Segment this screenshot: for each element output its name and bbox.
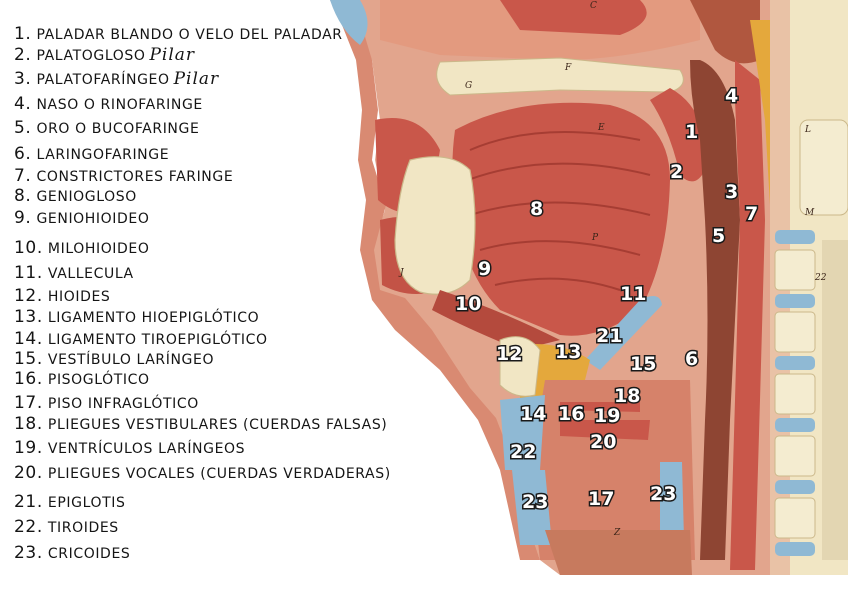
callout-12: 12 bbox=[496, 343, 522, 365]
legend-item: 20. Pliegues vocales (cuerdas verdaderas… bbox=[14, 463, 391, 483]
legend-item: 13. Ligamento hioepiglótico bbox=[14, 307, 260, 327]
constrictor-muscles bbox=[730, 60, 765, 570]
legend-item: 6. Laringofaringe bbox=[14, 144, 170, 164]
legend-item: 8. Geniogloso bbox=[14, 186, 137, 206]
callout-8: 8 bbox=[530, 198, 543, 220]
callout-2: 2 bbox=[670, 161, 683, 183]
model-letter: P bbox=[591, 233, 599, 243]
model-letter: 22 bbox=[814, 273, 827, 283]
model-letter: M bbox=[804, 208, 815, 218]
callout-7: 7 bbox=[745, 203, 758, 225]
cricoid-front bbox=[512, 470, 552, 545]
callout-11: 11 bbox=[620, 283, 646, 305]
callout-13: 13 bbox=[555, 341, 581, 363]
callout-22: 22 bbox=[510, 441, 536, 463]
legend-item: 2. PalatoglosoPilar bbox=[14, 45, 196, 65]
legend-item: 4. Naso o Rinofaringe bbox=[14, 94, 203, 114]
callout-18: 18 bbox=[614, 385, 640, 407]
pharynx bbox=[690, 60, 740, 560]
legend-item: 3. PalatofaríngeoPilar bbox=[14, 69, 220, 89]
legend-item: 1. Paladar Blando o velo del Paladar bbox=[14, 24, 343, 44]
model-letter: L bbox=[804, 125, 811, 135]
legend-item: 22. Tiroides bbox=[14, 517, 119, 537]
trachea bbox=[545, 530, 692, 575]
tongue bbox=[452, 102, 670, 336]
legend-item: 19. Ventrículos laríngeos bbox=[14, 438, 246, 458]
vocal-folds bbox=[560, 420, 650, 440]
model-letter: J bbox=[398, 268, 405, 278]
legend-item: 7. Constrictores faringe bbox=[14, 166, 234, 186]
legend-item: 14. Ligamento tiroepiglótico bbox=[14, 329, 268, 349]
face-profile bbox=[330, 0, 540, 560]
soft-palate bbox=[650, 88, 706, 182]
thyroid-cartilage bbox=[500, 395, 545, 470]
callout-17: 17 bbox=[588, 488, 614, 510]
callout-10: 10 bbox=[455, 293, 481, 315]
callout-3: 3 bbox=[725, 181, 738, 203]
vestibular-folds bbox=[560, 402, 640, 412]
legend-item: 18. Pliegues vestibulares (cuerdas falsa… bbox=[14, 414, 388, 434]
callout-14: 14 bbox=[520, 403, 546, 425]
legend-item: 11. Vallecula bbox=[14, 263, 134, 283]
model-letter: Z bbox=[613, 528, 621, 538]
legend-item: 15. Vestíbulo laríngeo bbox=[14, 349, 215, 369]
legend-item: 23. Cricoides bbox=[14, 543, 131, 563]
legend-list: 1. Paladar Blando o velo del Paladar 2. … bbox=[14, 24, 391, 563]
callout-1: 1 bbox=[685, 121, 698, 143]
legend-item: 17. Piso infraglótico bbox=[14, 393, 199, 413]
callout-20: 20 bbox=[590, 431, 616, 453]
legend-item: 21. Epiglotis bbox=[14, 492, 126, 512]
callout-23b: 23 bbox=[650, 483, 676, 505]
skull-base-cartilage bbox=[330, 0, 368, 45]
legend-item: 12. Hioides bbox=[14, 286, 111, 306]
model-letter: C bbox=[590, 1, 597, 11]
model-letter: G bbox=[465, 81, 472, 91]
callout-5: 5 bbox=[712, 225, 725, 247]
vertebral-column bbox=[770, 0, 848, 575]
cricoid-back bbox=[660, 462, 684, 540]
model-letter: E bbox=[597, 123, 605, 133]
callout-6: 6 bbox=[685, 348, 698, 370]
hyoid-bone bbox=[499, 336, 541, 397]
legend-item: 5. Oro o Bucofaringe bbox=[14, 118, 200, 138]
floor-muscles bbox=[432, 290, 560, 350]
epiglottis bbox=[585, 296, 662, 370]
callout-23: 23 bbox=[522, 491, 548, 513]
callout-4: 4 bbox=[725, 85, 738, 107]
legend-item: 16. Pisoglótico bbox=[14, 369, 150, 389]
callout-21: 21 bbox=[596, 325, 622, 347]
nasal-concha bbox=[500, 0, 647, 35]
legend-item: 10. Milohioideo bbox=[14, 238, 150, 258]
callout-16: 16 bbox=[558, 403, 584, 425]
tongue-fibers bbox=[467, 131, 651, 291]
callout-19: 19 bbox=[594, 405, 620, 427]
legend-item: 9. Geniohioideo bbox=[14, 208, 150, 228]
mandible bbox=[394, 156, 476, 295]
callout-9: 9 bbox=[478, 258, 491, 280]
callout-15: 15 bbox=[630, 353, 656, 375]
sphenoid-sinus bbox=[690, 0, 760, 64]
model-letter: F bbox=[564, 63, 572, 73]
